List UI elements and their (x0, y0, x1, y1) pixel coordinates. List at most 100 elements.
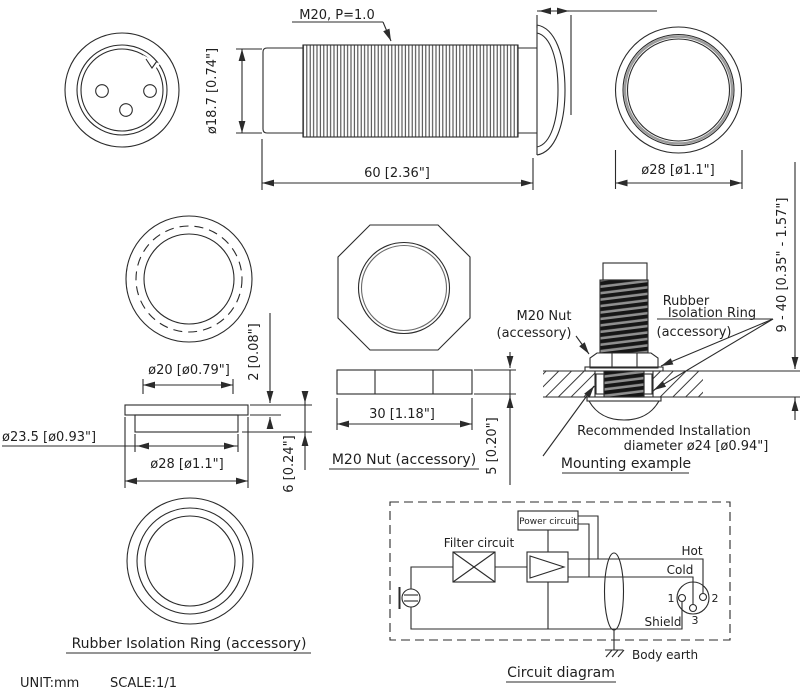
barrel-front-face (262, 47, 303, 134)
ring-caption: Rubber Isolation Ring (accessory) (72, 636, 307, 652)
ring-dashed (135, 225, 243, 333)
rear-rim-shade (623, 35, 734, 145)
panel-hatch-left (543, 371, 595, 397)
circuit-diagram (389, 501, 731, 683)
ring-section-left (595, 373, 605, 395)
scale-note: SCALE:1/1 (110, 676, 177, 691)
circuit-caption: Circuit diagram (507, 665, 615, 681)
connector-front-view (64, 32, 180, 148)
connector-side-view (236, 7, 657, 190)
ring-height-label: 6 [0.24"] (282, 435, 297, 492)
wire-power-to-cold (578, 523, 590, 577)
pin-hole-right (143, 84, 157, 98)
mounting-ring-label-2: Isolation Ring (668, 306, 756, 321)
mounting-nut-label-2: (accessory) (497, 326, 572, 341)
front-inner-ring-1 (76, 44, 168, 136)
ring-body (134, 414, 239, 433)
earth-slash-2 (611, 649, 619, 658)
barrel-length-label: 60 [2.36"] (364, 166, 430, 181)
nut-bore-inner (360, 244, 448, 332)
dome-below-panel (588, 400, 660, 421)
nut-caption: M20 Nut (accessory) (332, 452, 476, 468)
power-circuit-label: Power circuit (519, 517, 577, 527)
unit-note: UNIT:mm (20, 676, 79, 691)
rear-rim-outer (622, 33, 735, 147)
bottom-ring-inner (144, 515, 236, 607)
front-outer-rim (64, 32, 180, 148)
mounting-ring-label-3: (accessory) (657, 325, 732, 340)
rear-rim-inner (626, 38, 731, 142)
barrel-dia-label: ø18.7 [0.74"] (205, 48, 220, 134)
mounting-caption: Mounting example (561, 456, 691, 472)
nut-thickness-label: 5 [0.20"] (485, 417, 500, 474)
pin-2-label: 2 (712, 592, 719, 605)
stud-top-cap (602, 262, 648, 281)
head-dome-outer (536, 24, 566, 156)
rubber-ring-top-view (125, 215, 281, 429)
earth-slash-1 (605, 649, 613, 658)
filter-x-2 (452, 551, 496, 583)
circuit-boundary (389, 501, 731, 641)
ring-lip-label: 2 [0.08"] (247, 323, 262, 380)
keyway-notch (145, 58, 158, 69)
wire-hot (568, 558, 704, 594)
recommend-label-2: diameter ø24 [ø0.94"] (624, 439, 769, 454)
earth-slash-3 (617, 649, 625, 658)
pin-1-label: 1 (668, 592, 675, 605)
xlr-pin-3 (688, 603, 698, 613)
amplifier-triangle (529, 555, 566, 579)
panel-hatch-right (652, 371, 703, 397)
rear-dia-label: ø28 [ø1.1"] (641, 163, 714, 178)
shield-label: Shield (645, 615, 682, 629)
wire-mic-to-filter (410, 566, 453, 589)
mounting-ring-label-1: Rubber (663, 294, 710, 309)
cable-sheath-symbol (603, 552, 625, 631)
rubber-ring-section-view (2, 391, 312, 488)
stud-threads (599, 279, 649, 354)
cold-label: Cold (667, 563, 694, 577)
wire-power-to-hot (578, 515, 599, 559)
xlr-pin-2 (698, 592, 708, 602)
ring-flange (124, 404, 249, 416)
ring-section-right (643, 373, 653, 395)
rubber-ring-bottom-view (66, 497, 311, 654)
nut-bore-outer (357, 241, 451, 335)
thread-spec-label: M20, P=1.0 (299, 8, 374, 23)
pin-3-label: 3 (692, 614, 699, 627)
nut-front-view (337, 224, 471, 351)
ring-inner (143, 233, 235, 325)
bottom-ring-mid (136, 507, 244, 615)
nut-hex-outline (337, 224, 471, 351)
ring-flange-below-panel (586, 396, 662, 402)
drawing-labels: M20, P=1.0 ø18.7 [0.74"] 60 [2.36"] ø28 … (2, 8, 790, 691)
pin-hole-left (95, 84, 109, 98)
hot-label: Hot (681, 544, 702, 558)
wire-shield (410, 601, 683, 630)
thread-section (302, 44, 519, 138)
keyway-notch-mask (143, 55, 160, 74)
thread-spec-leader (382, 21, 392, 42)
mounting-example (542, 162, 800, 474)
ring-flange-dia-label: ø28 [ø1.1"] (150, 457, 223, 472)
nut-side-outline (336, 369, 473, 395)
ring-inner-dia-label: ø20 [ø0.79"] (148, 363, 230, 378)
ring-outer (125, 215, 253, 343)
ring-body-dia-label: ø23.5 [ø0.93"] (2, 430, 96, 445)
mounting-nut-label-1: M20 Nut (517, 309, 572, 324)
filter-circuit-label: Filter circuit (444, 536, 515, 550)
rear-outer (614, 26, 743, 154)
nut-leader (575, 335, 590, 355)
recommend-label-1: Recommended Installation (577, 424, 751, 439)
nut-width-label: 30 [1.18"] (369, 407, 435, 422)
bottom-ring-outer (126, 497, 254, 625)
mounting-nut (589, 352, 659, 369)
xlr-pin-1 (677, 593, 687, 603)
pin-hole-bottom (119, 103, 133, 117)
recommend-leader (542, 385, 595, 457)
body-earth-label: Body earth (632, 648, 698, 662)
ring-leader-1 (660, 318, 774, 367)
ring-leader-2 (653, 318, 774, 391)
front-inner-ring-2 (80, 48, 164, 132)
